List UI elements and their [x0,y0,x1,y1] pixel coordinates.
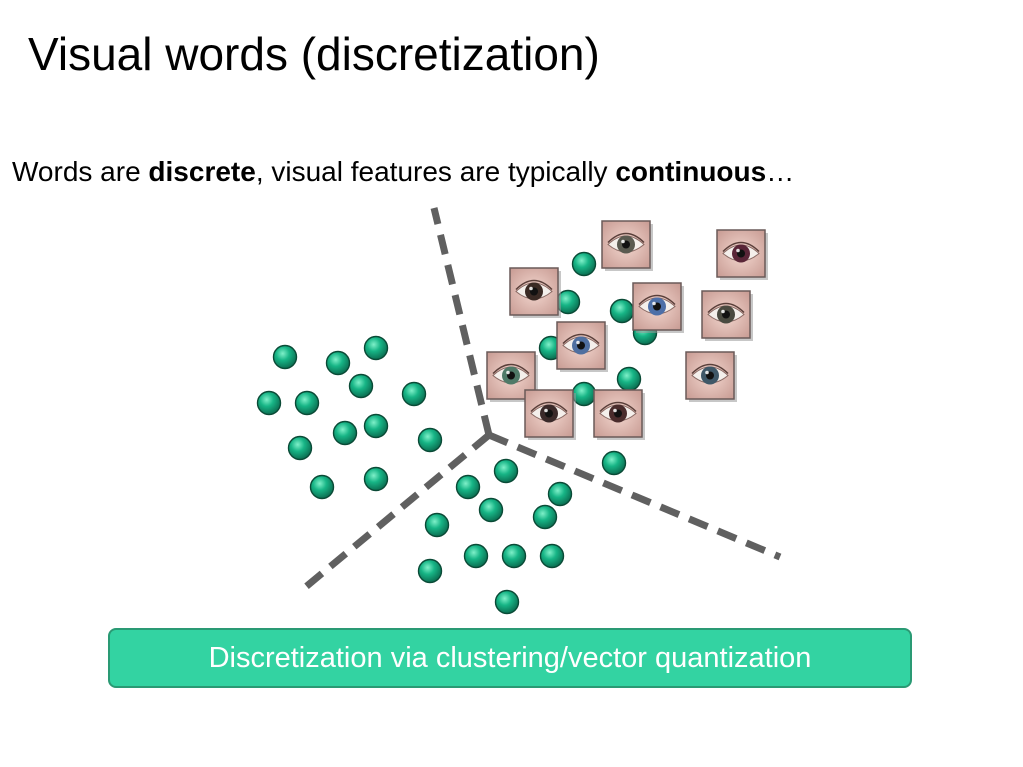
green-dot-icon [272,344,298,370]
eye-thumbnail-icon [701,290,753,341]
subtitle-bold-continuous: continuous [615,156,767,187]
subtitle-part-3: … [766,156,795,187]
feature-points [256,251,658,615]
subtitle-part-2: , visual features are typically [255,156,616,187]
green-dot-icon [455,474,481,500]
green-dot-icon [287,435,313,461]
eye-thumbnail-icon [632,282,684,333]
green-dot-icon [494,589,520,615]
green-dot-icon [493,458,519,484]
green-dot-icon [601,450,627,476]
slide-subtitle: Words are discrete, visual features are … [12,156,794,188]
green-dot-icon [463,543,489,569]
eye-thumbnail-icon [593,389,645,440]
caption-text: Discretization via clustering/vector qua… [208,641,812,674]
eye-patches [486,220,768,440]
green-dot-icon [256,390,282,416]
green-dot-icon [547,481,573,507]
green-dot-icon [571,251,597,277]
green-dot-icon [348,373,374,399]
subtitle-part-1: Words are [12,156,149,187]
slide-title: Visual words (discretization) [28,28,600,80]
eye-thumbnail-icon [556,321,608,372]
eye-thumbnail-icon [601,220,653,271]
green-dot-icon [616,366,642,392]
boundary-line-2 [299,432,492,593]
green-dot-icon [532,504,558,530]
green-dot-icon [417,427,443,453]
green-dot-icon [363,413,389,439]
eye-thumbnail-icon [509,267,561,318]
cluster-boundaries [299,207,782,593]
green-dot-icon [478,497,504,523]
green-dot-icon [325,350,351,376]
eye-thumbnail-icon [524,389,576,440]
green-dot-icon [401,381,427,407]
green-dot-icon [417,558,443,584]
eye-thumbnail-icon [716,229,768,280]
boundary-line-1 [430,207,493,436]
green-dot-icon [363,335,389,361]
green-dot-icon [309,474,335,500]
green-dot-icon [363,466,389,492]
boundary-line-3 [487,431,782,561]
caption-box: Discretization via clustering/vector qua… [108,628,912,688]
eye-thumbnail-icon [685,351,737,402]
green-dot-icon [424,512,450,538]
subtitle-bold-discrete: discrete [148,156,256,187]
green-dot-icon [501,543,527,569]
green-dot-icon [609,298,635,324]
green-dot-icon [294,390,320,416]
green-dot-icon [332,420,358,446]
green-dot-icon [539,543,565,569]
